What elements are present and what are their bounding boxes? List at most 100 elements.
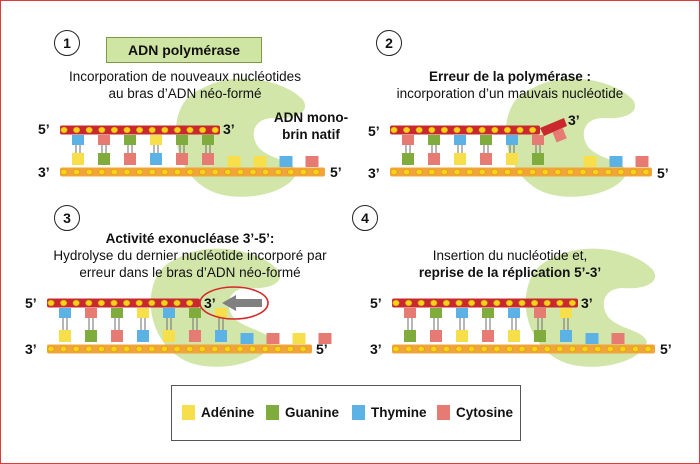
phosphate-bead <box>135 299 143 307</box>
phosphate-bead <box>98 168 106 176</box>
nucleotide-bottom <box>454 153 466 165</box>
phosphate-bead <box>493 299 501 307</box>
phosphate-bead <box>480 299 488 307</box>
phosphate-bead <box>148 168 156 176</box>
phosphate-bead <box>47 299 55 307</box>
nucleotide-bottom <box>111 330 123 342</box>
phosphate-bead <box>148 126 156 134</box>
phosphate-bead <box>568 345 576 353</box>
phosphate-bead <box>440 168 448 176</box>
nucleotide-top <box>404 308 416 318</box>
phosphate-bead <box>453 126 461 134</box>
phosphate-bead <box>72 299 80 307</box>
nucleotide-bottom <box>176 153 188 165</box>
phosphate-bead <box>430 345 438 353</box>
nucleotide-bottom <box>534 330 546 342</box>
phosphate-bead <box>392 345 400 353</box>
caption-step-1-line-2: au bras d’ADN néo-formé <box>108 86 262 101</box>
phosphate-bead <box>173 126 181 134</box>
nucleotide-bottom <box>508 330 520 342</box>
phosphate-bead <box>644 345 652 353</box>
phosphate-bead <box>173 168 181 176</box>
end-label-5-prime: 5’ <box>38 121 50 137</box>
nucleotide-bottom <box>189 330 201 342</box>
nucleotide-top <box>532 135 544 145</box>
end-label-5-prime: 5’ <box>368 123 380 139</box>
phosphate-bead <box>556 299 564 307</box>
phosphate-bead <box>47 345 55 353</box>
phosphate-bead <box>135 345 143 353</box>
phosphate-bead <box>261 345 269 353</box>
nucleotide-unpaired <box>583 156 597 167</box>
nucleotide-unpaired <box>227 156 241 167</box>
phosphate-bead <box>491 168 499 176</box>
phosphate-bead <box>73 126 81 134</box>
phosphate-bead <box>286 345 294 353</box>
phosphate-bead <box>619 345 627 353</box>
phosphate-bead <box>568 299 576 307</box>
nucleotide-unpaired <box>635 156 649 167</box>
phosphate-bead <box>442 299 450 307</box>
legend-label: Adénine <box>201 405 255 420</box>
nucleotide-top <box>59 308 71 318</box>
phosphate-bead <box>455 345 463 353</box>
nucleotide-top <box>215 308 227 318</box>
phosphate-bead <box>417 345 425 353</box>
phosphate-bead <box>594 345 602 353</box>
nucleotide-unpaired <box>585 333 599 344</box>
phosphate-bead <box>110 168 118 176</box>
nucleotide-top <box>85 308 97 318</box>
phosphate-bead <box>531 345 539 353</box>
step-number-1: 1 <box>54 30 80 56</box>
nucleotide-top <box>456 308 468 318</box>
phosphate-bead <box>403 126 411 134</box>
phosphate-bead <box>186 345 194 353</box>
caption-step-4-line-1: Insertion du nucléotide et, <box>432 248 588 263</box>
phosphate-bead <box>136 126 144 134</box>
phosphate-bead <box>249 345 257 353</box>
phosphate-bead <box>211 126 219 134</box>
caption-step-3-line-3: erreur dans le bras d’ADN néo-formé <box>79 265 301 280</box>
phosphate-bead <box>468 345 476 353</box>
phosphate-bead <box>299 168 307 176</box>
phosphate-bead <box>390 168 398 176</box>
nucleotide-top <box>202 135 214 145</box>
nucleotide-bottom <box>98 153 110 165</box>
misincorporated-segment <box>540 118 567 136</box>
phosphate-bead <box>606 345 614 353</box>
phosphate-bead <box>198 345 206 353</box>
dna-polymerase <box>175 78 306 197</box>
nucleotide-top <box>189 308 201 318</box>
end-label-3-prime: 3’ <box>568 112 580 128</box>
phosphate-bead <box>581 345 589 353</box>
nucleotide-top <box>98 135 110 145</box>
phosphate-bead <box>97 345 105 353</box>
phosphate-bead <box>123 345 131 353</box>
phosphate-bead <box>405 345 413 353</box>
phosphate-bead <box>312 168 320 176</box>
phosphate-bead <box>110 126 118 134</box>
end-label-3-prime: 3’ <box>38 164 50 180</box>
phosphate-bead <box>98 126 106 134</box>
phosphate-bead <box>186 299 194 307</box>
phosphate-bead <box>415 168 423 176</box>
end-label-5-prime: 5’ <box>330 164 342 180</box>
end-label-3-prime: 3’ <box>223 121 235 137</box>
nucleotide-unpaired <box>266 333 280 344</box>
end-label-3-prime: 3’ <box>25 341 37 357</box>
phosphate-bead <box>186 168 194 176</box>
nucleotide-top <box>150 135 162 145</box>
phosphate-bead <box>392 299 400 307</box>
caption-step-4-line-2: reprise de la réplication 5’-3’ <box>418 265 602 280</box>
caption-step-3-line-2: Hydrolyse du dernier nucléotide incorpor… <box>53 248 327 263</box>
nucleotide-top <box>402 135 414 145</box>
phosphate-bead <box>556 345 564 353</box>
nucleotide-bottom <box>480 153 492 165</box>
step-number-2: 2 <box>376 30 402 56</box>
phosphate-bead <box>491 126 499 134</box>
phosphate-bead <box>455 299 463 307</box>
phosphate-bead <box>85 299 93 307</box>
nucleotide-bottom <box>430 330 442 342</box>
phosphate-bead <box>85 126 93 134</box>
